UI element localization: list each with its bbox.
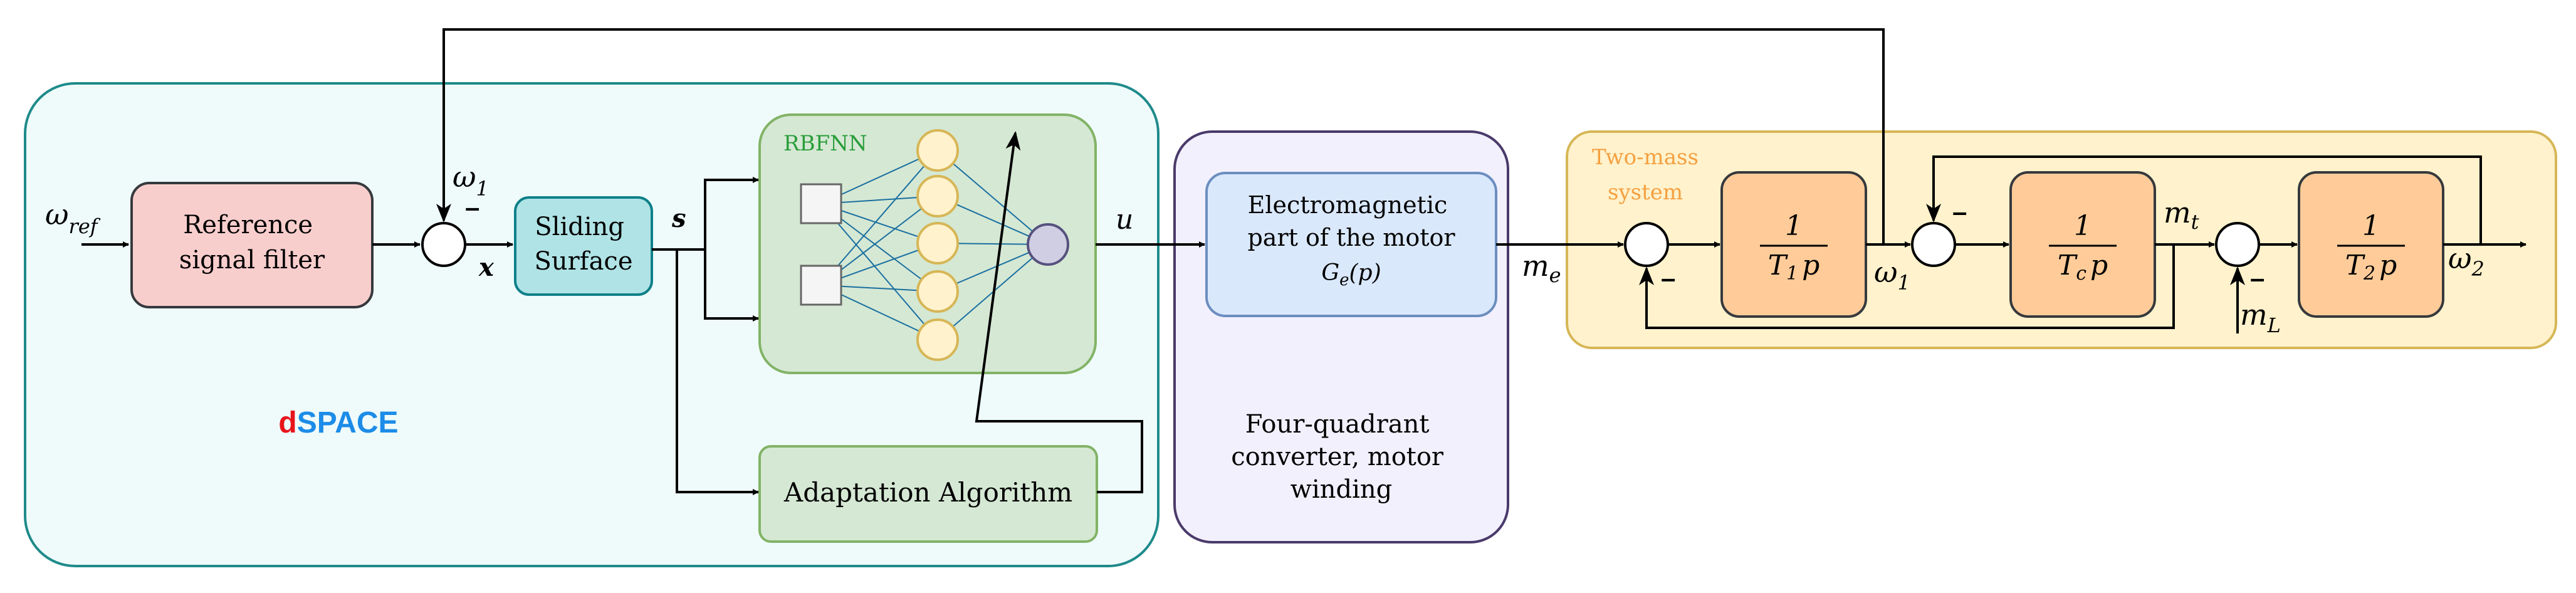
two-mass-label: Two-mass system — [1592, 145, 1705, 205]
reference-filter-label: Reference signal filter — [179, 211, 325, 275]
rbfnn-input-node-2 — [800, 265, 842, 306]
wire-s-to-adaptation — [676, 249, 759, 495]
dspace-label: dSPACE — [278, 406, 398, 439]
rbfnn-hidden-node-1 — [916, 129, 959, 172]
sum-junction-2 — [1624, 222, 1669, 267]
sum3-minus-sign: – — [1952, 197, 1967, 226]
rbfnn-hidden-node-5 — [916, 318, 959, 361]
tf2-numerator: 1 — [2362, 210, 2380, 242]
rbfnn-network — [800, 129, 1069, 361]
electromagnetic-tf-label: Ge(p) — [1321, 260, 1381, 290]
sum1-minus-sign: – — [465, 192, 479, 222]
sum2-minus-sign: – — [1661, 263, 1675, 293]
wire-adaptation-update — [975, 131, 1143, 493]
tf1-block — [1720, 171, 1867, 318]
tfc-numerator: 1 — [2074, 210, 2092, 242]
adaptation-label: Adaptation Algorithm — [783, 477, 1072, 508]
rbfnn-hidden-node-3 — [916, 222, 959, 265]
sum-junction-4 — [2215, 222, 2260, 267]
signal-omega2-label: ω2 — [2448, 241, 2484, 281]
sum-junction-1 — [421, 222, 466, 267]
omega1-feedback-label: ω1 — [453, 160, 489, 201]
tfc-block — [2009, 171, 2156, 318]
sliding-surface-block — [514, 196, 653, 296]
rbfnn-output-node — [1027, 223, 1069, 266]
rbfnn-hidden-node-4 — [916, 270, 959, 313]
wire-omega2-feedback — [1926, 155, 2482, 244]
sliding-surface-label: Sliding Surface — [534, 213, 632, 276]
rbfnn-hidden-node-2 — [916, 175, 959, 218]
signal-omega1-label: ω1 — [1874, 255, 1910, 295]
rbfnn-input-node-1 — [800, 183, 842, 224]
signal-me-label: me — [1522, 249, 1561, 287]
wire-mt-feedback — [1639, 244, 2175, 329]
signal-ml-label: mL — [2240, 298, 2281, 337]
tf1-numerator: 1 — [1785, 210, 1803, 242]
reference-filter-block — [130, 182, 374, 308]
sum-junction-3 — [1911, 222, 1956, 267]
wire-omega1-feedback — [436, 28, 1885, 244]
signal-mt-label: mt — [2164, 196, 2199, 234]
signal-s-label: s — [671, 204, 686, 233]
signal-u-label: u — [1116, 204, 1133, 236]
tf2-block — [2298, 171, 2444, 318]
converter-label: Four-quadrant converter, motor winding — [1231, 410, 1452, 504]
omega-ref-label: ωref — [45, 197, 101, 238]
rbfnn-label: RBFNN — [783, 131, 867, 156]
sum4-minus-sign: – — [2250, 263, 2264, 293]
adaptation-block — [758, 445, 1098, 543]
electromagnetic-label: Electromagnetic part of the motor — [1247, 191, 1455, 251]
signal-x-label: x — [478, 253, 495, 282]
